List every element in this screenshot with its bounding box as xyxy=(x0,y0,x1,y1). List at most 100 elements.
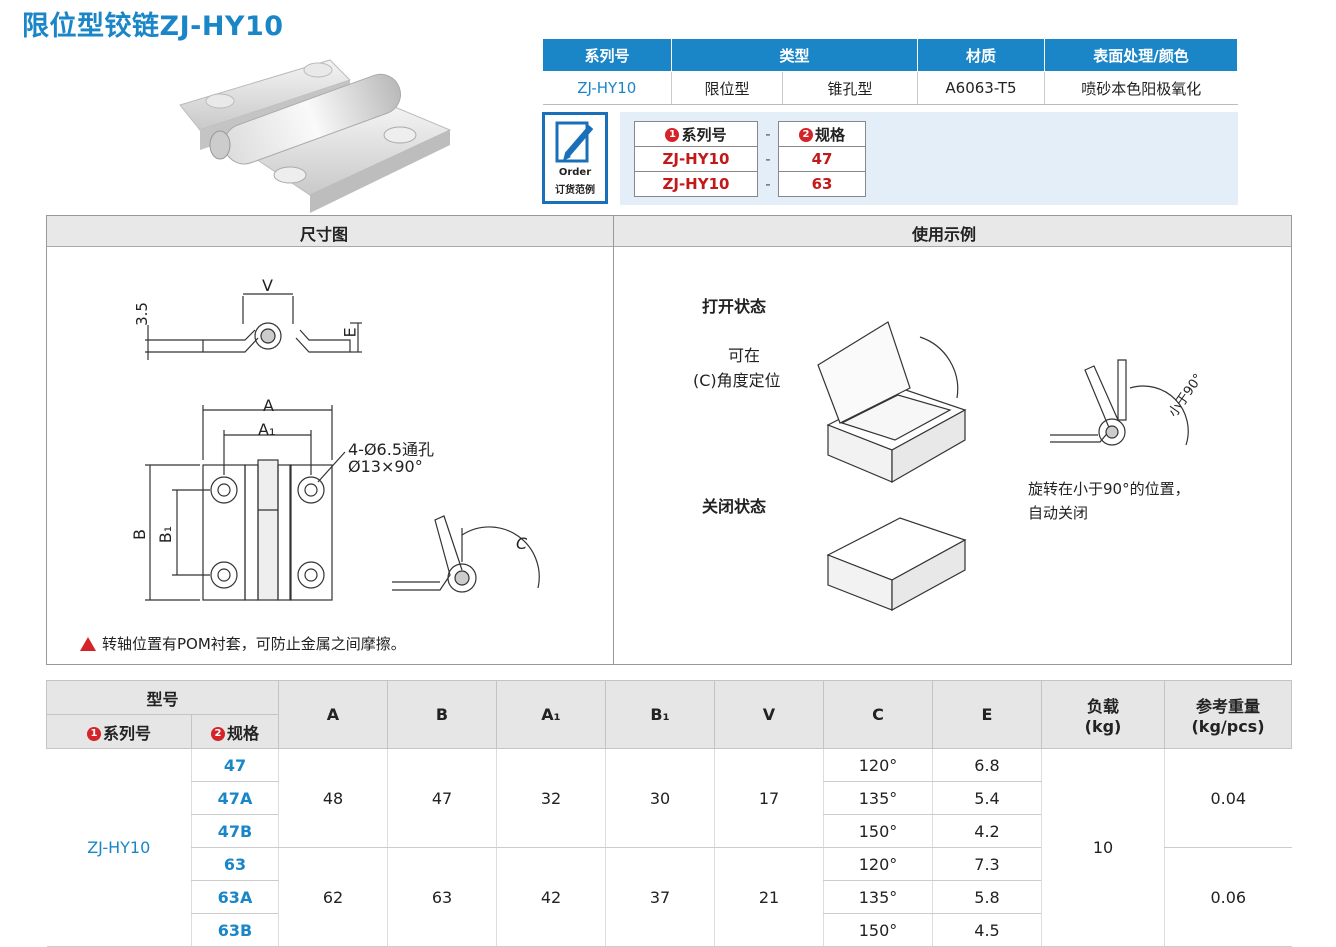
cell-size: 47B xyxy=(191,814,279,848)
dimension-table: 型号 A B A₁ B₁ V C E 负载(kg) 参考重量(kg/pcs) 1… xyxy=(46,680,1292,947)
col-model: 型号 xyxy=(46,680,279,715)
cell-a: 48 xyxy=(278,748,388,848)
hole-spec-1: 4-Ø6.5通孔 xyxy=(348,440,434,459)
order-dash: - xyxy=(765,150,771,168)
order-row-size: 63 xyxy=(778,171,866,197)
spec-header-series: 系列号 xyxy=(542,38,672,72)
positioning-label-1: 可在 xyxy=(728,346,761,365)
order-dash: - xyxy=(765,125,771,143)
spec-header-surface: 表面处理/颜色 xyxy=(1044,38,1238,72)
cell-size: 63 xyxy=(191,847,279,881)
usage-drawing xyxy=(817,321,1189,612)
col-a: A xyxy=(278,680,388,749)
warning-icon xyxy=(80,637,96,651)
table-row: 63B 150° 4.5 xyxy=(47,913,1292,947)
cell-v: 17 xyxy=(714,748,824,848)
cell-e: 5.4 xyxy=(932,781,1042,815)
cell-b: 47 xyxy=(387,748,497,848)
drawing-panel xyxy=(46,215,1292,665)
col-e: E xyxy=(932,680,1042,749)
spec-material: A6063-T5 xyxy=(917,71,1045,105)
table-row: 47B 150° 4.2 xyxy=(47,814,1292,848)
dim-3-5-label: 3.5 xyxy=(132,302,151,326)
cell-e: 4.5 xyxy=(932,913,1042,947)
table-row: 63A 135° 5.8 xyxy=(47,880,1292,914)
cell-size: 47A xyxy=(191,781,279,815)
dimension-drawing-title: 尺寸图 xyxy=(300,225,349,244)
cell-load: 10 xyxy=(1041,748,1165,947)
cell-e: 7.3 xyxy=(932,847,1042,881)
spec-series: ZJ-HY10 xyxy=(542,71,672,105)
usage-example-title: 使用示例 xyxy=(912,225,977,244)
cell-a: 62 xyxy=(278,847,388,947)
cell-c: 150° xyxy=(823,814,933,848)
order-dash: - xyxy=(765,175,771,193)
hole-spec-2: Ø13×90° xyxy=(348,457,423,476)
closed-state-label: 关闭状态 xyxy=(702,497,767,516)
spec-header-type: 类型 xyxy=(671,38,918,72)
cell-size: 63B xyxy=(191,913,279,947)
cell-weight: 0.04 xyxy=(1164,748,1292,848)
positioning-label-2: (C)角度定位 xyxy=(693,371,781,390)
order-row-series: ZJ-HY10 xyxy=(634,171,758,197)
panel-header xyxy=(47,216,1291,247)
dim-b-label: B xyxy=(129,529,149,540)
spec-type-countersink: 锥孔型 xyxy=(782,71,918,105)
cell-c: 135° xyxy=(823,781,933,815)
col-a1: A₁ xyxy=(496,680,606,749)
number-2-icon: 2 xyxy=(798,128,813,142)
order-icon-box: Order 订货范例 xyxy=(542,112,608,204)
dim-a-label: A xyxy=(263,396,274,415)
cell-a1: 32 xyxy=(496,748,606,848)
open-state-label: 打开状态 xyxy=(702,297,767,316)
cell-c: 135° xyxy=(823,880,933,914)
cell-b1: 37 xyxy=(605,847,715,947)
dim-b1-label: B₁ xyxy=(156,525,176,544)
pencil-icon xyxy=(555,121,594,163)
cell-c: 120° xyxy=(823,847,933,881)
dim-e-label: E xyxy=(340,327,360,338)
dim-v-label: V xyxy=(262,276,273,295)
dimension-drawing xyxy=(145,293,540,601)
order-row-series: ZJ-HY10 xyxy=(634,146,758,172)
spec-type-limit: 限位型 xyxy=(671,71,783,105)
col-c: C xyxy=(823,680,933,749)
auto-close-note-2: 自动关闭 xyxy=(1028,504,1089,522)
col-b: B xyxy=(387,680,497,749)
order-row-size: 47 xyxy=(778,146,866,172)
order-icon-label-cn: 订货范例 xyxy=(555,185,595,196)
order-icon-label-en: Order xyxy=(558,167,592,178)
cell-c: 150° xyxy=(823,913,933,947)
col-load: 负载(kg) xyxy=(1041,680,1165,749)
table-row: ZJ-HY10 47 48 47 32 30 17 120° 6.8 10 0.… xyxy=(46,748,1292,947)
spec-header-material: 材质 xyxy=(917,38,1045,72)
col-v: V xyxy=(714,680,824,749)
cell-series: ZJ-HY10 xyxy=(46,748,192,947)
spec-table: 系列号 类型 材质 表面处理/颜色 ZJ-HY10 限位型 锥孔型 A6063-… xyxy=(542,38,1238,105)
pom-note: 转轴位置有POM衬套，可防止金属之间摩擦。 xyxy=(80,633,406,654)
page-title: 限位型铰链ZJ-HY10 xyxy=(22,11,284,42)
cell-e: 4.2 xyxy=(932,814,1042,848)
number-2-icon: 2 xyxy=(210,727,225,741)
cell-size: 63A xyxy=(191,880,279,914)
dim-a1-label: A₁ xyxy=(258,420,276,439)
cell-e: 6.8 xyxy=(932,748,1042,782)
cell-c: 120° xyxy=(823,748,933,782)
hinge-product-image xyxy=(179,59,452,213)
col-weight: 参考重量(kg/pcs) xyxy=(1164,680,1292,749)
col-b1: B₁ xyxy=(605,680,715,749)
number-1-icon: 1 xyxy=(86,727,101,741)
number-1-icon: 1 xyxy=(665,128,680,142)
cell-a1: 42 xyxy=(496,847,606,947)
panel-divider xyxy=(613,216,614,664)
cell-size: 47 xyxy=(191,748,279,782)
cell-b1: 30 xyxy=(605,748,715,848)
auto-close-note-1: 旋转在小于90°的位置， xyxy=(1028,480,1190,498)
dim-c-label: C xyxy=(516,534,528,553)
table-row: 47A 135° 5.4 xyxy=(47,781,1292,815)
